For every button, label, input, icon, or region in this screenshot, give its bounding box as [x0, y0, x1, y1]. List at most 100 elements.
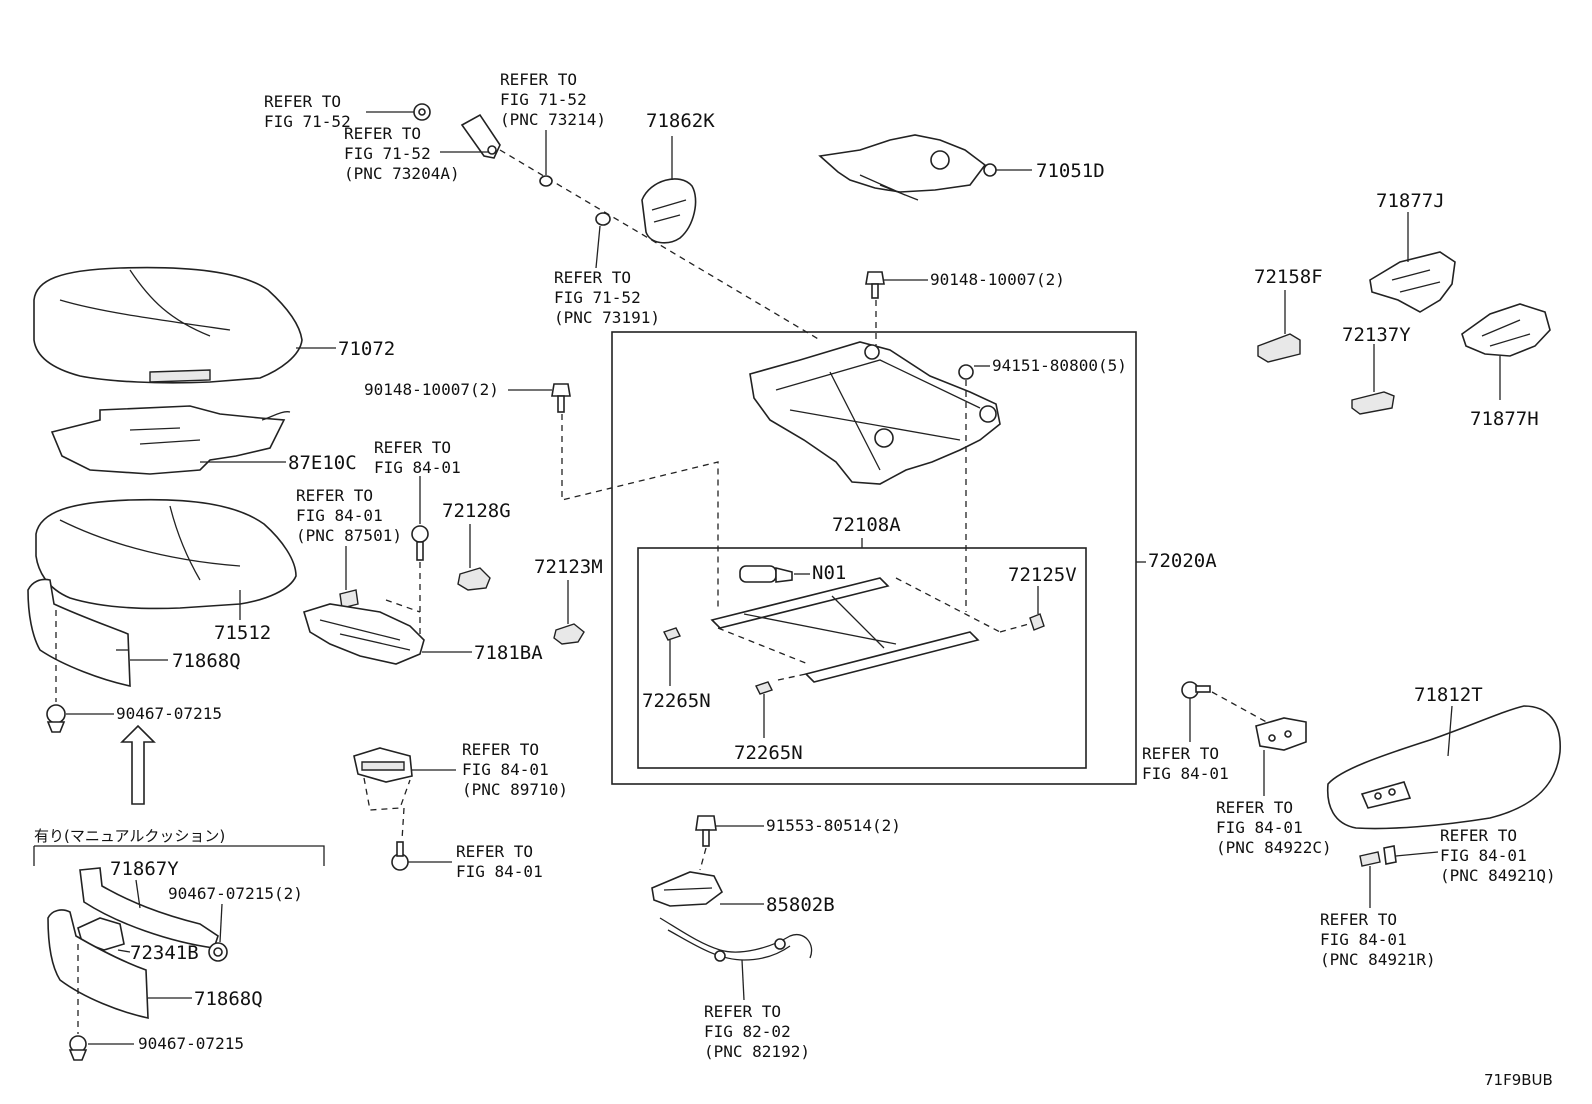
leader-90467-2 [219, 903, 223, 943]
part-number-71868Q-a: 71868Q [172, 650, 241, 672]
ref-label-6: REFER TO FIG 84-01 (PNC 87501) [296, 486, 402, 545]
ref-label-9: REFER TO FIG 84-01 [1142, 744, 1229, 783]
leader-ref-13 [741, 959, 745, 1001]
dashed-guide-screw [385, 562, 421, 636]
ref-label-11: REFER TO FIG 84-01 (PNC 84921Q) [1440, 826, 1556, 885]
leader-71812T [1447, 705, 1453, 757]
diagram-code: 71F9BUB [1484, 1071, 1553, 1089]
bolt-90148-b [865, 271, 885, 299]
part-number-72341B: 72341B [130, 942, 199, 964]
bracket-71051D [818, 134, 997, 201]
clip-72123M [553, 623, 585, 645]
motor-N01 [739, 565, 793, 583]
bolt-ref-9 [1181, 681, 1211, 699]
part-number-N01: N01 [812, 562, 847, 584]
clip-72128G [457, 567, 491, 591]
bolt-91553 [695, 815, 717, 847]
dashed-guide-ref-9 [1211, 691, 1271, 725]
clip-90467-a [46, 704, 66, 733]
bolt-90148-a [551, 383, 571, 413]
stopper-72125V [1029, 613, 1045, 631]
base-7181BA [303, 603, 425, 665]
part-number-71051D: 71051D [1036, 160, 1105, 182]
part-number-72108A: 72108A [832, 514, 901, 536]
seat-tracks [710, 577, 980, 683]
connector-7181BA-small [339, 589, 359, 609]
part-number-71862K: 71862K [646, 110, 715, 132]
part-number-71877J: 71877J [1376, 190, 1445, 212]
lever-handle-top [460, 113, 501, 159]
trim-71868Q-a [27, 578, 131, 687]
cover-71862K [641, 178, 697, 244]
part-number-94151: 94151-80800(5) [992, 356, 1127, 375]
bracket-71877J [1369, 251, 1456, 313]
part-number-71867Y: 71867Y [110, 858, 179, 880]
ref-label-10: REFER TO FIG 84-01 (PNC 84922C) [1216, 798, 1332, 857]
trim-71867Y [79, 867, 219, 949]
nut-94151 [958, 364, 974, 380]
bolt-cap-top [413, 103, 431, 121]
part-number-72265N-a: 72265N [642, 690, 711, 712]
pad-72137Y [1351, 391, 1395, 415]
japanese-note: 有り(マニュアルクッション) [34, 827, 226, 845]
ref-label-12: REFER TO FIG 84-01 (PNC 84921R) [1320, 910, 1436, 969]
part-number-90467-2: 90467-07215(2) [168, 884, 303, 903]
harness-ref-13 [659, 917, 813, 962]
heater-87E10C [50, 405, 291, 475]
pad-72158F [1257, 333, 1301, 363]
dashed-guide-91553 [699, 847, 707, 871]
screw-ref-8 [391, 841, 409, 871]
dashed-guide-connector [363, 777, 411, 841]
part-number-71877H: 71877H [1470, 408, 1539, 430]
part-number-72265N-b: 72265N [734, 742, 803, 764]
trim-71868Q-b [47, 909, 149, 1019]
leader-ref-11 [1395, 851, 1439, 857]
dashed-guide-top [499, 149, 821, 341]
part-number-91553: 91553-80514(2) [766, 816, 901, 835]
leader-ref-4 [595, 225, 601, 269]
ref-label-8: REFER TO FIG 84-01 [456, 842, 543, 881]
part-number-90148-b: 90148-10007(2) [930, 270, 1065, 289]
part-number-72125V: 72125V [1008, 564, 1077, 586]
clip-90467-b [68, 1035, 88, 1061]
cushion-cover-71072 [33, 266, 303, 384]
part-number-71072: 71072 [338, 338, 396, 360]
ref-label-3: REFER TO FIG 71-52 (PNC 73214) [500, 70, 606, 129]
dashed-guide-bolt-a [561, 414, 719, 610]
bracket-ref-10 [1255, 717, 1307, 751]
pad-71512 [35, 498, 297, 610]
part-number-90467-b: 90467-07215 [138, 1034, 244, 1053]
connector-ref-7 [353, 747, 413, 783]
part-number-72158F: 72158F [1254, 266, 1323, 288]
washer-top-b [595, 212, 611, 226]
frame-box-72020A [611, 331, 1137, 785]
clip-90467-2 [208, 942, 228, 962]
part-number-90148-a: 90148-10007(2) [364, 380, 499, 399]
part-number-72137Y: 72137Y [1342, 324, 1411, 346]
washer-top-a [539, 175, 553, 187]
part-number-85802B: 85802B [766, 894, 835, 916]
leader-71867Y [135, 879, 141, 909]
ref-label-4: REFER TO FIG 71-52 (PNC 73191) [554, 268, 660, 327]
part-number-72020A: 72020A [1148, 550, 1217, 572]
ref-label-13: REFER TO FIG 82-02 (PNC 82192) [704, 1002, 810, 1061]
bracket-71877H [1461, 303, 1551, 357]
screw-ref-5 [411, 525, 429, 561]
ref-label-7: REFER TO FIG 84-01 (PNC 89710) [462, 740, 568, 799]
ref-label-1: REFER TO FIG 71-52 [264, 92, 351, 131]
knob-ref-11 [1383, 845, 1397, 865]
part-number-72123M: 72123M [534, 556, 603, 578]
part-number-71512: 71512 [214, 622, 272, 644]
part-number-90467-a: 90467-07215 [116, 704, 222, 723]
part-number-7181BA: 7181BA [474, 642, 543, 664]
ref-label-2: REFER TO FIG 71-52 (PNC 73204A) [344, 124, 460, 183]
part-number-71812T: 71812T [1414, 684, 1483, 706]
stopper-72265N-a [663, 627, 681, 641]
module-85802B [651, 871, 724, 907]
part-number-87E10C: 87E10C [288, 452, 357, 474]
seat-frame-upper [749, 341, 1001, 485]
leader-72341B [117, 949, 131, 953]
stopper-72265N-b [755, 681, 773, 695]
